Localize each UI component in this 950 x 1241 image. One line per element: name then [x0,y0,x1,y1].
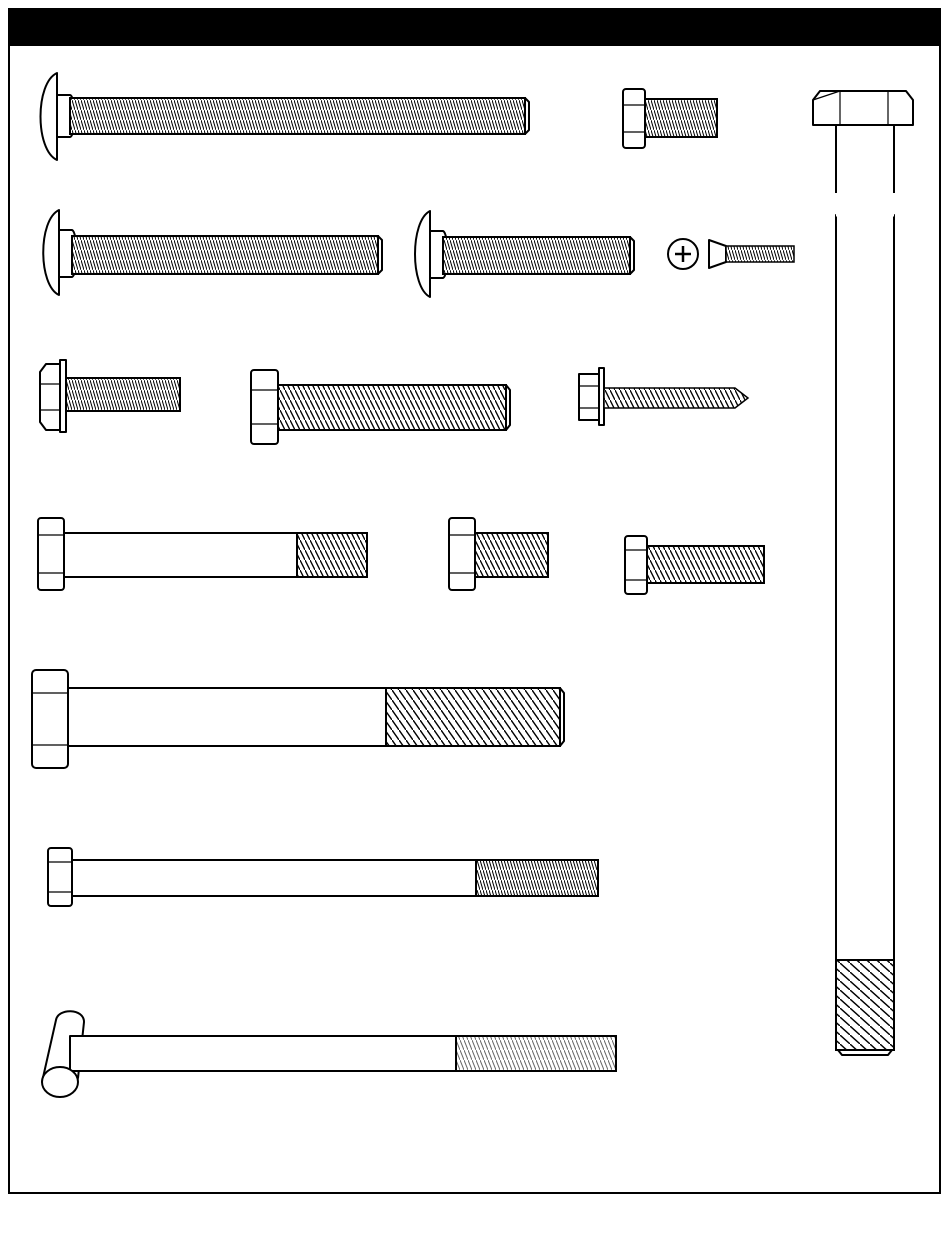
hex-bolt-icon [625,536,764,594]
carriage-bolt-icon [43,210,382,295]
hex-bolt-icon [32,670,564,768]
hex-bolt-icon [813,91,913,1055]
hex-bolt-icon [48,848,598,906]
lag-screw-icon [579,368,748,425]
hex-bolt-icon [449,518,548,590]
flange-bolt-icon [40,360,180,432]
phillips-screw-icon [668,239,794,269]
hex-bolt-icon [251,370,510,444]
hex-bolt-icon [38,518,367,590]
hex-bolt-icon [623,89,717,148]
carriage-bolt-icon [415,211,634,297]
l-bolt-icon [42,1011,616,1097]
carriage-bolt-icon [41,73,530,160]
